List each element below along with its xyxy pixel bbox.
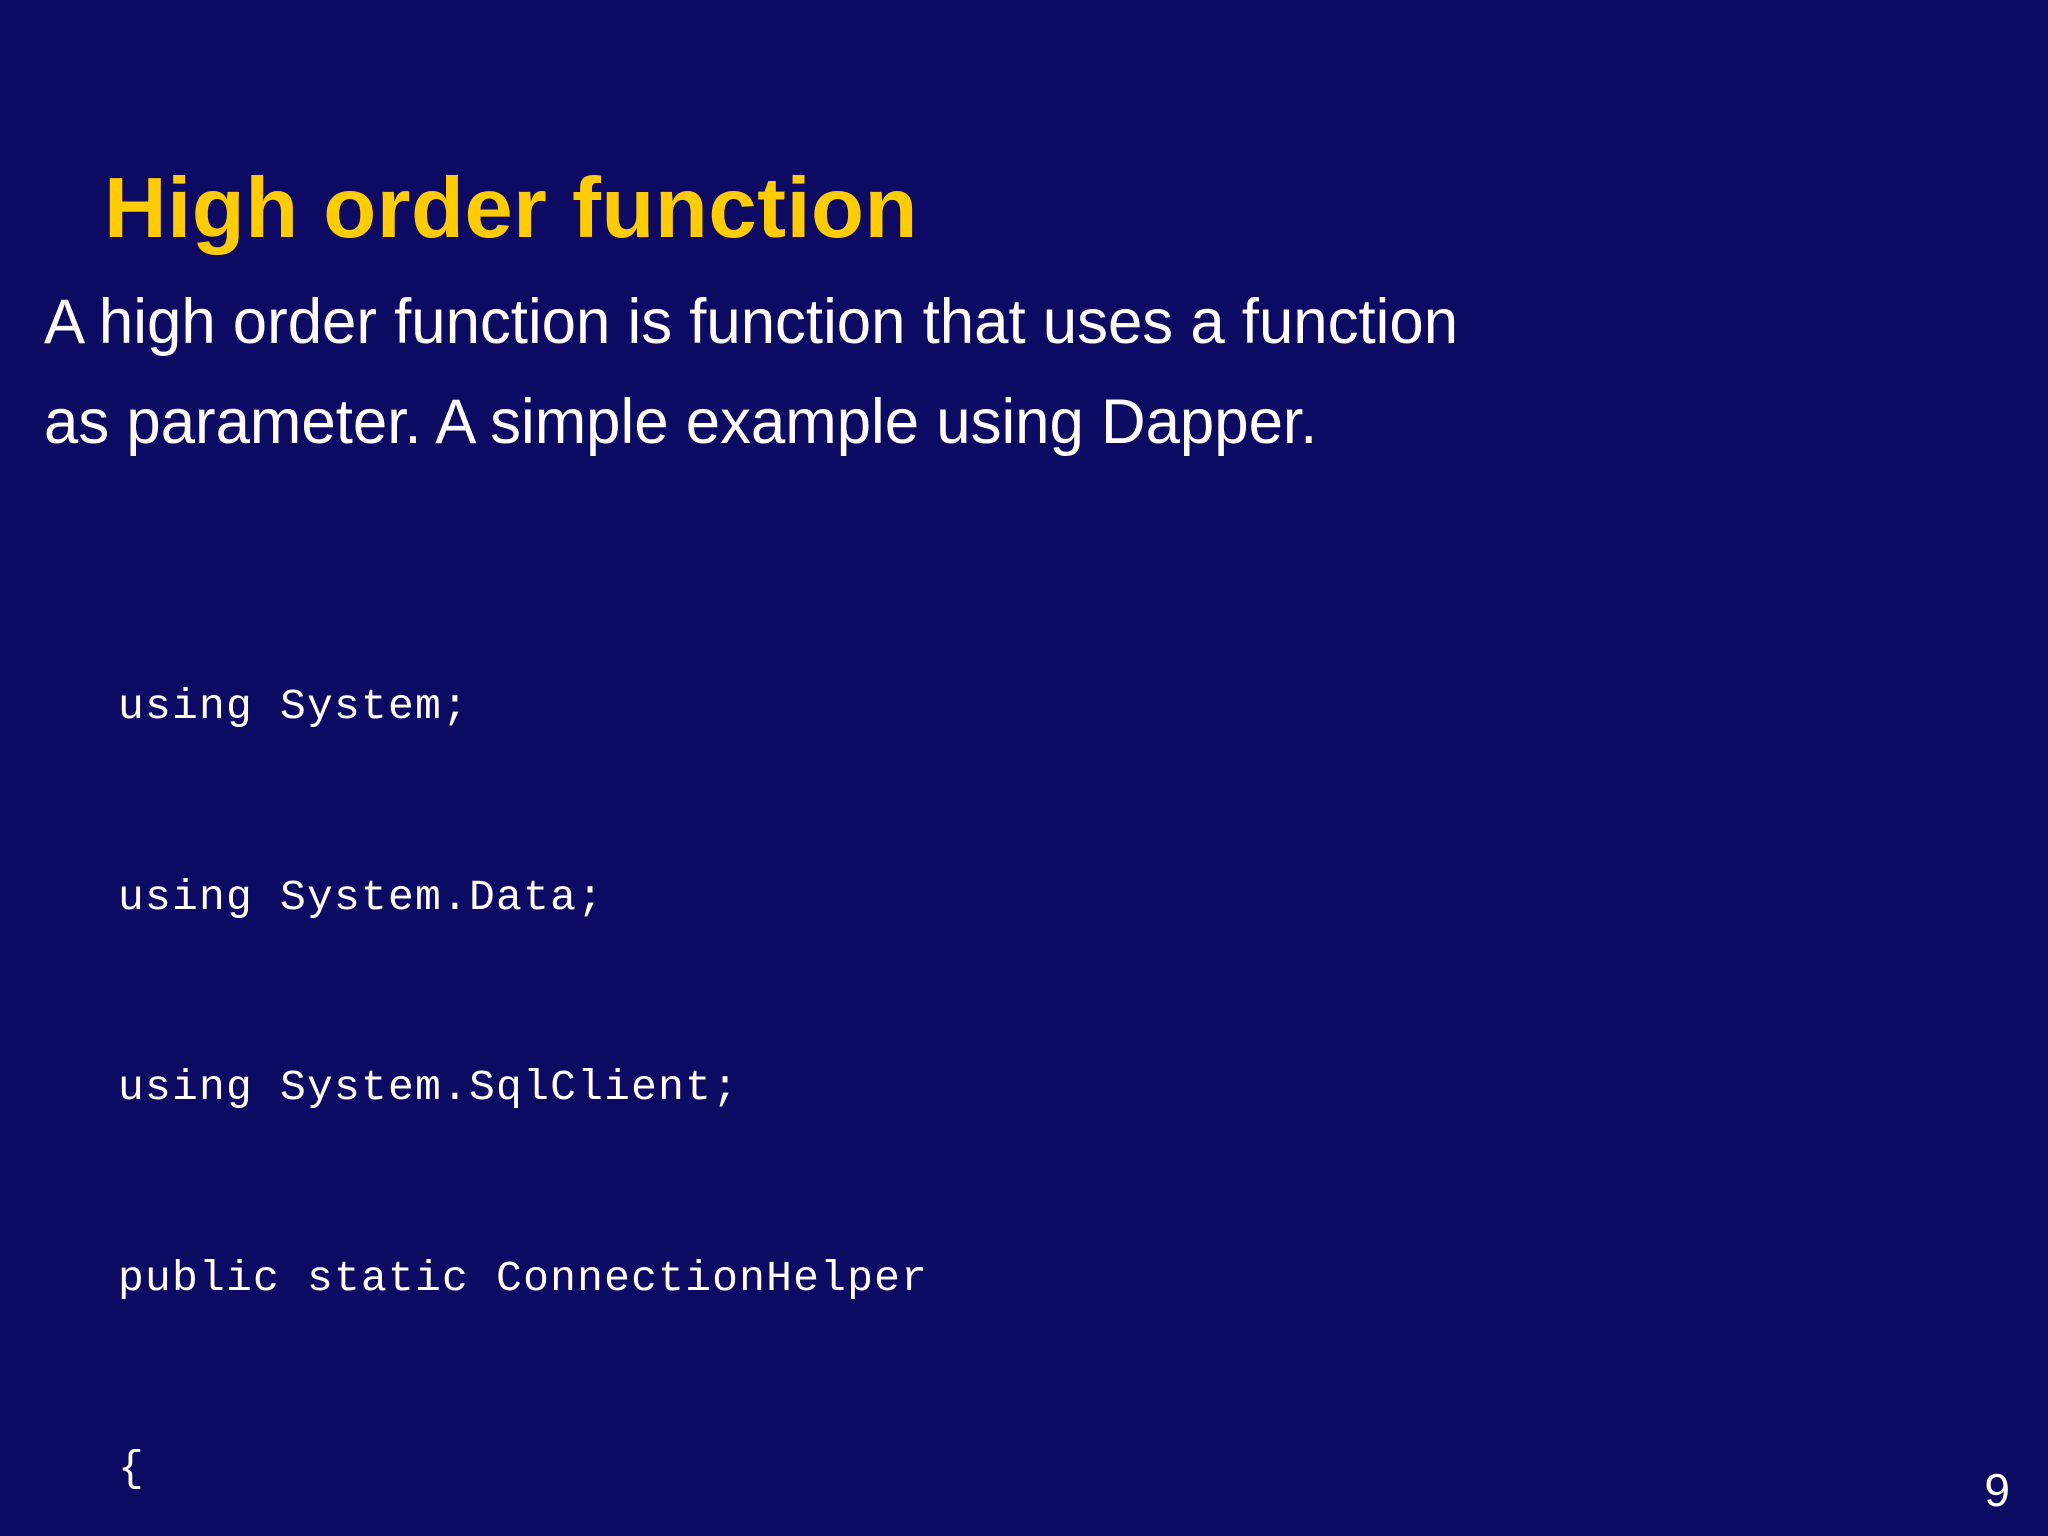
code-block: using System; using System.Data; using S… <box>118 548 1549 1536</box>
code-line: { <box>118 1444 146 1493</box>
page-number: 9 <box>1984 1464 2010 1516</box>
body-line: as parameter. A simple example using Dap… <box>44 387 1318 457</box>
body-line: A high order function is function that u… <box>44 287 1459 357</box>
code-line: public static ConnectionHelper <box>118 1253 929 1303</box>
body-paragraph: A high order function is function that u… <box>44 272 1965 472</box>
code-line: using System; <box>118 682 470 731</box>
code-line: using System.Data; <box>118 872 605 922</box>
page-title: High order function <box>104 160 919 256</box>
code-line: using System.SqlClient; <box>118 1063 740 1112</box>
